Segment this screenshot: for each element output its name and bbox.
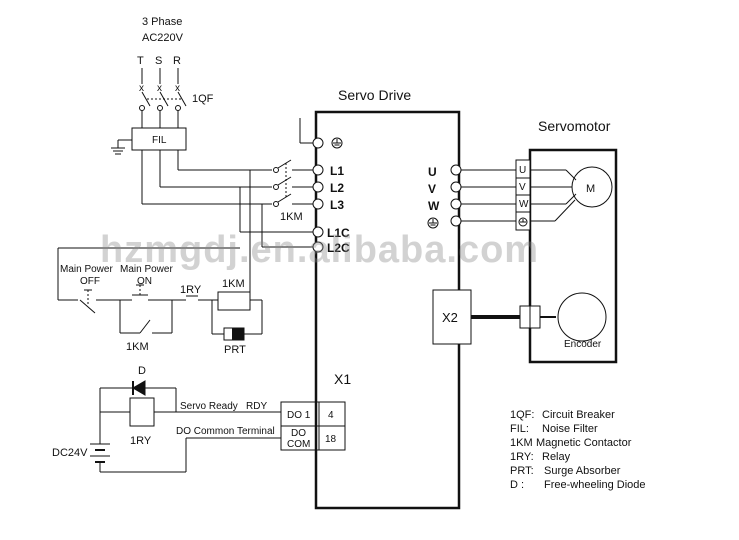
relay-coil — [129, 397, 155, 427]
x1-io-terminal-block — [280, 401, 346, 451]
legend-key-1qf: 1QF: — [510, 409, 534, 421]
terminal-v: V — [428, 182, 436, 196]
contactor-coil-label: 1KM — [222, 278, 245, 290]
legend-key-prt: PRT: — [510, 465, 534, 477]
drive-ground-terminal — [312, 137, 343, 149]
main-power-off-label: Main Power — [60, 264, 113, 275]
terminal-l2: L2 — [330, 181, 344, 195]
legend-value-1km: Magnetic Contactor — [536, 437, 632, 449]
motor-circle — [571, 166, 613, 208]
relay-1ry-contact — [172, 295, 212, 301]
motor-winding-lines — [530, 169, 577, 222]
noise-filter-box — [131, 127, 187, 151]
terminal-w: W — [428, 199, 440, 213]
servomotor-box — [528, 148, 618, 364]
do-common-label: DO Common Terminal — [176, 426, 275, 437]
do-com-label-line1: DO — [291, 428, 306, 439]
dc24v-battery — [90, 438, 110, 472]
self-hold-1km-contact — [119, 300, 173, 334]
motor-terminal-v: V — [519, 182, 526, 193]
off-label: OFF — [80, 276, 100, 287]
on-pushbutton — [120, 284, 172, 301]
legend-key-d: D : — [510, 479, 524, 491]
encoder-label: Encoder — [564, 339, 602, 350]
legend-key-1ry: 1RY: — [510, 451, 534, 463]
dc24v-label: DC24V — [52, 447, 88, 459]
surge-absorber-label: PRT — [224, 344, 246, 356]
rdy-label: RDY — [246, 401, 267, 412]
servo-ready-label: Servo Ready — [180, 401, 238, 412]
contactor-label: 1KM — [280, 211, 303, 223]
control-supply-lines — [57, 118, 313, 300]
relay-coil-label: 1RY — [130, 435, 152, 447]
svg-text:x: x — [175, 83, 180, 94]
breaker-1qf: x x x — [139, 68, 187, 128]
contactor-main-contacts — [273, 159, 313, 207]
main-power-on-label: Main Power — [120, 264, 173, 275]
pin-18-label: 18 — [325, 434, 337, 445]
legend-key-1km: 1KM — [510, 437, 533, 449]
legend-value-prt: Surge Absorber — [544, 465, 621, 477]
diode-label: D — [138, 365, 146, 377]
watermark: hzmgdj.en.alibaba.com — [100, 229, 539, 271]
phase-r-label: R — [173, 55, 181, 67]
self-hold-label: 1KM — [126, 341, 149, 353]
terminal-l1c: L1C — [327, 226, 350, 240]
noise-filter-label: FIL — [152, 135, 167, 146]
motor-symbol: M — [586, 183, 595, 195]
legend-value-d: Free-wheeling Diode — [544, 479, 646, 491]
motor-output-terminals — [427, 164, 516, 229]
svg-text:x: x — [139, 83, 144, 94]
terminal-l3: L3 — [330, 198, 344, 212]
main-power-lines — [141, 150, 272, 205]
phase-s-label: S — [155, 55, 162, 67]
terminal-l1: L1 — [330, 164, 344, 178]
svg-text:x: x — [157, 83, 162, 94]
coil-wiring — [211, 299, 263, 335]
legend-value-1ry: Relay — [542, 451, 571, 463]
relay-contact-label: 1RY — [180, 284, 202, 296]
motor-terminal-w: W — [519, 199, 529, 210]
x1-label: X1 — [334, 371, 351, 387]
off-pushbutton — [58, 289, 120, 314]
motor-ground-icon — [518, 217, 528, 227]
encoder-circle — [557, 292, 607, 342]
supply-title-line2: AC220V — [142, 32, 184, 44]
on-label: ON — [137, 276, 152, 287]
pin-4-label: 4 — [328, 410, 334, 421]
phase-t-label: T — [137, 55, 144, 67]
x2-label: X2 — [442, 310, 458, 325]
motor-terminal-u: U — [519, 165, 526, 176]
power-terminals — [312, 164, 324, 253]
motor-title: Servomotor — [538, 118, 611, 134]
do1-label: DO 1 — [287, 410, 311, 421]
drive-title: Servo Drive — [338, 87, 411, 103]
legend-value-fil: Noise Filter — [542, 423, 598, 435]
legend: 1QF: Circuit Breaker FIL: Noise Filter 1… — [510, 409, 646, 491]
filter-ground-icon — [111, 139, 132, 155]
do-com-label-line2: COM — [287, 439, 310, 450]
breaker-label: 1QF — [192, 93, 214, 105]
legend-key-fil: FIL: — [510, 423, 529, 435]
legend-value-1qf: Circuit Breaker — [542, 409, 615, 421]
terminal-u: U — [428, 165, 437, 179]
freewheel-diode — [99, 380, 177, 438]
contactor-coil — [217, 291, 251, 311]
terminal-l2c: L2C — [327, 241, 350, 255]
supply-title-line1: 3 Phase — [142, 16, 182, 28]
